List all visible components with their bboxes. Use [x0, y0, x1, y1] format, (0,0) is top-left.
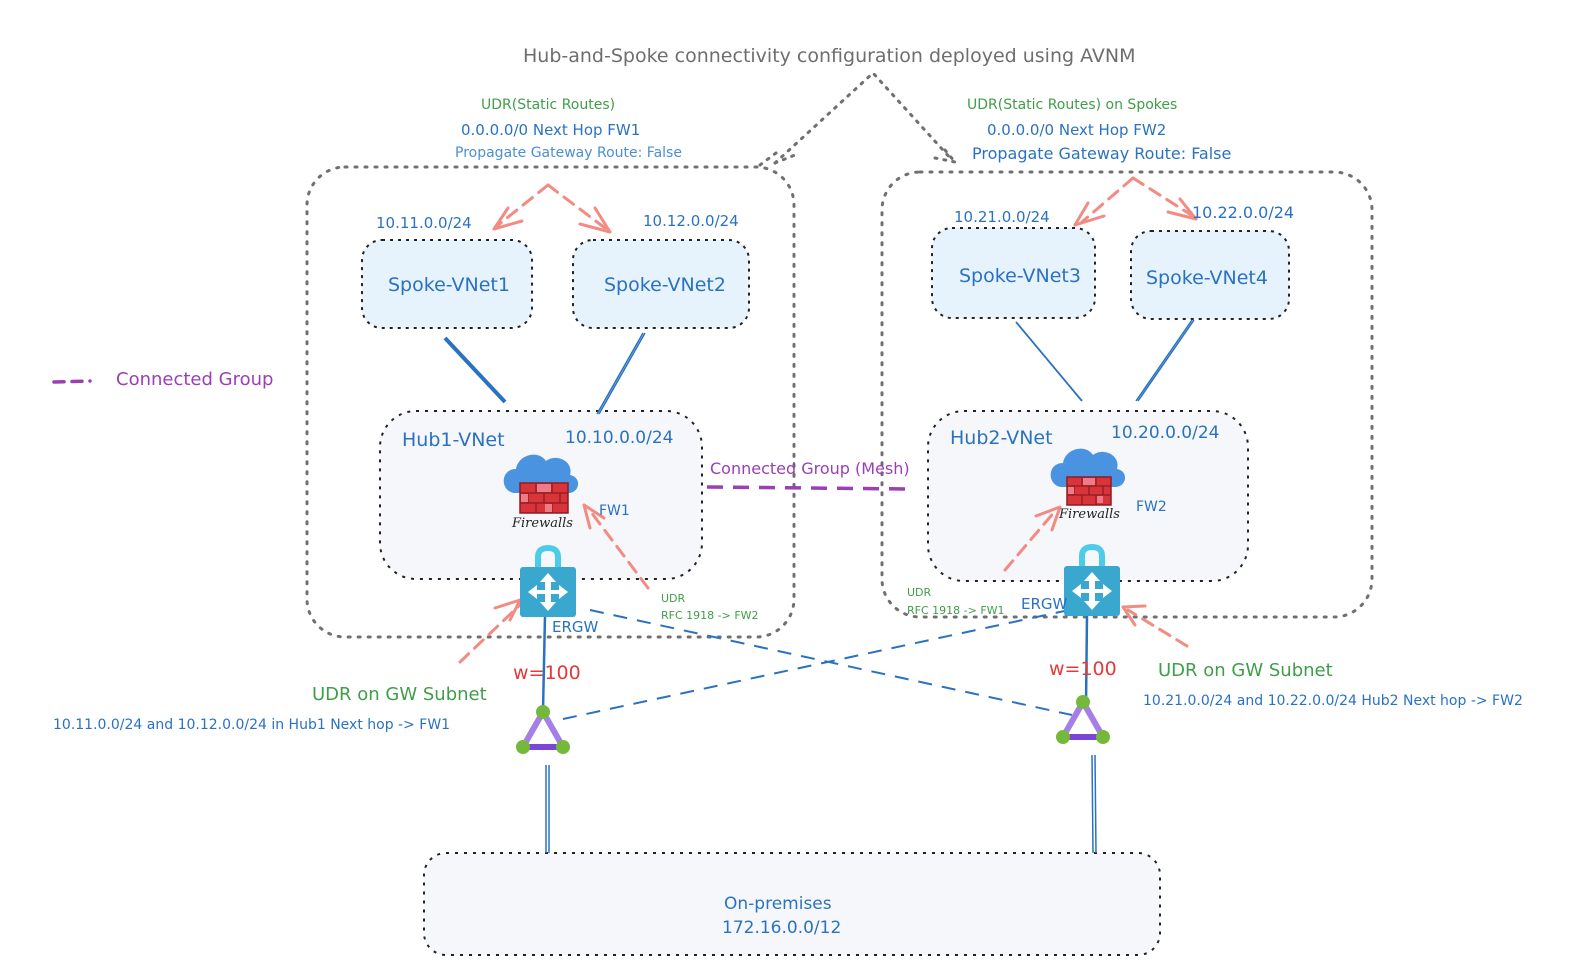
spoke-vnet1-box[interactable]: [361, 239, 533, 329]
spoke-vnet4-cidr: 10.22.0.0/24: [1192, 203, 1295, 222]
firewall-icon: [503, 454, 579, 514]
spoke-vnet3-box[interactable]: [931, 227, 1096, 319]
fw1-label: FW1: [599, 503, 630, 519]
peering-lines: [443, 319, 1195, 415]
spoke-vnet2-cidr: 10.12.0.0/24: [643, 212, 739, 230]
diagram-title: Hub-and-Spoke connectivity configuration…: [523, 45, 1136, 67]
hub1-vnet-name: Hub1-VNet: [402, 429, 505, 451]
hub2-vnet-cidr: 10.20.0.0/24: [1111, 423, 1220, 443]
left-region-boundary: [305, 165, 796, 639]
spoke-vnet3-cidr: 10.21.0.0/24: [954, 208, 1050, 226]
udr-arrows: [458, 176, 1198, 664]
right-gw-udr-route: 10.21.0.0/24 and 10.22.0.0/24 Hub2 Next …: [1143, 693, 1523, 709]
left-udr-route: 0.0.0.0/0 Next Hop FW1: [461, 121, 641, 139]
onprem-name: On-premises: [724, 894, 832, 914]
hub1-udr-route: RFC 1918 -> FW2: [661, 609, 759, 622]
right-gw-udr-title: UDR on GW Subnet: [1158, 660, 1333, 681]
expressroute-circuit-icon[interactable]: [1056, 695, 1110, 744]
spoke-vnet1-name: Spoke-VNet1: [388, 274, 510, 296]
left-udr-propagate: Propagate Gateway Route: False: [455, 145, 682, 161]
mesh-label: Connected Group (Mesh): [710, 459, 910, 478]
right-udr-propagate: Propagate Gateway Route: False: [972, 144, 1232, 163]
expressroute-gateway-icon: [1064, 543, 1120, 616]
fw2-label: FW2: [1136, 499, 1167, 515]
weight-label-left: w=100: [513, 662, 581, 684]
right-udr-title: UDR(Static Routes) on Spokes: [967, 97, 1178, 113]
spoke-vnet2-name: Spoke-VNet2: [604, 274, 726, 296]
er-primary-connections: [541, 614, 1097, 854]
spoke-vnet2-box[interactable]: [572, 239, 750, 329]
hub2-vnet-name: Hub2-VNet: [950, 427, 1053, 449]
hub1-vnet-cidr: 10.10.0.0/24: [565, 428, 674, 448]
right-udr-route: 0.0.0.0/0 Next Hop FW2: [987, 121, 1167, 139]
weight-label-right: w=100: [1049, 658, 1117, 680]
firewall-icon: [1050, 448, 1126, 506]
hub2-udr-route: RFC 1918 -> FW1: [907, 604, 1005, 617]
legend-line: [52, 379, 92, 384]
avnm-pointer: [758, 70, 957, 167]
left-udr-title: UDR(Static Routes): [481, 97, 616, 113]
firewalls-label-hub2: Firewalls: [1059, 507, 1120, 522]
left-gw-udr-route: 10.11.0.0/24 and 10.12.0.0/24 in Hub1 Ne…: [53, 717, 451, 733]
spoke-vnet4-box[interactable]: [1130, 230, 1290, 320]
onprem-cidr: 172.16.0.0/12: [722, 918, 842, 938]
er-cross-connections: [562, 606, 1084, 720]
hub2-udr-title: UDR: [907, 586, 932, 599]
spoke-vnet4-name: Spoke-VNet4: [1146, 267, 1268, 289]
spoke-vnet1-cidr: 10.11.0.0/24: [376, 214, 472, 232]
ergw-label-hub2: ERGW: [1021, 595, 1068, 613]
right-region-boundary: [880, 170, 1374, 619]
mesh-connection-line: [706, 485, 910, 491]
onprem-box[interactable]: [423, 852, 1161, 956]
expressroute-gateway-icon: [520, 544, 576, 617]
firewalls-label-hub1: Firewalls: [512, 516, 573, 531]
expressroute-circuit-icon[interactable]: [516, 705, 570, 754]
legend-label: Connected Group: [116, 369, 274, 390]
spoke-vnet3-name: Spoke-VNet3: [959, 265, 1081, 287]
hub1-udr-title: UDR: [661, 592, 686, 605]
left-gw-udr-title: UDR on GW Subnet: [312, 684, 487, 705]
ergw-label-hub1: ERGW: [552, 618, 599, 636]
